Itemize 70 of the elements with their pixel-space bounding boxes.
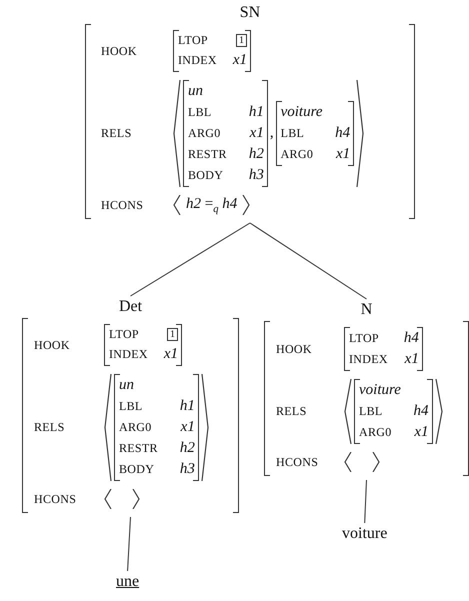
feature-matrix	[173, 30, 251, 72]
relation-name: un	[119, 377, 135, 394]
relation-matrix	[114, 374, 199, 481]
feature-value: x1	[250, 125, 264, 142]
feature-name: ARG0	[280, 147, 314, 162]
feature-value: x1	[164, 346, 178, 363]
feature-name: INDEX	[349, 352, 388, 367]
feature-value: x1	[180, 419, 195, 436]
tree-branch	[364, 480, 367, 524]
feature-name: ARG0	[119, 420, 153, 435]
tree-branch	[130, 222, 250, 296]
feature-value: h4	[404, 330, 419, 347]
feature-name: RELS	[101, 126, 133, 141]
feature-value: h4	[414, 403, 429, 420]
feature-name: LTOP	[349, 331, 380, 346]
feature-value: h1	[248, 104, 264, 121]
word: voiture	[342, 525, 388, 543]
feature-name: RESTR	[119, 441, 158, 456]
feature-name: BODY	[188, 168, 224, 183]
feature-name: INDEX	[178, 53, 217, 68]
feature-name: BODY	[119, 462, 156, 477]
feature-value: x1	[232, 52, 247, 69]
tree-branch	[127, 516, 131, 572]
feature-value: h1	[180, 398, 195, 415]
feature-name: RESTR	[188, 147, 227, 162]
feature-value: x1	[336, 146, 350, 163]
feature-name: LBL	[119, 399, 144, 414]
feature-value: x1	[404, 351, 419, 368]
feature-name: HCONS	[34, 492, 78, 506]
tag-box: 1	[167, 328, 178, 341]
feature-name: LTOP	[109, 327, 140, 342]
feature-name: ARG0	[359, 425, 392, 440]
relation-matrix	[276, 101, 354, 166]
feature-name: INDEX	[109, 347, 148, 362]
feature-name: RELS	[34, 420, 66, 435]
tag-box: 1	[236, 34, 247, 47]
feature-matrix	[344, 327, 423, 371]
feature-name: HCONS	[101, 198, 144, 212]
feature-name: LTOP	[178, 33, 209, 48]
category-label: SN	[240, 4, 260, 22]
relation-name: voiture	[280, 104, 324, 121]
feature-value: h2	[180, 440, 195, 457]
feature-structure	[264, 301, 469, 476]
separator: ,	[270, 125, 274, 142]
category-label: Det	[118, 298, 142, 316]
feature-value: h4	[335, 125, 350, 142]
feature-name: LBL	[188, 105, 213, 120]
word: une	[116, 573, 140, 591]
feature-value: h3	[248, 167, 264, 184]
tree-branch	[250, 222, 367, 300]
feature-matrix	[104, 324, 182, 366]
relation-name: un	[188, 83, 204, 100]
feature-value: x1	[414, 424, 429, 441]
feature-value: h2	[248, 146, 264, 163]
feature-name: HOOK	[34, 338, 71, 352]
relation-matrix	[354, 379, 433, 444]
feature-name: HOOK	[276, 342, 313, 356]
feature-name: HCONS	[276, 454, 320, 470]
feature-name: LBL	[280, 126, 306, 141]
feature-name: HOOK	[101, 44, 138, 58]
feature-name: LBL	[359, 404, 384, 419]
category-label: N	[360, 301, 372, 319]
relation-name: voiture	[359, 382, 402, 399]
constraint-text: h2 =$_{q}$ h4	[185, 196, 238, 214]
feature-name: ARG0	[188, 126, 222, 141]
feature-name: RELS	[276, 404, 308, 419]
feature-value: h3	[180, 461, 195, 478]
relation-matrix	[183, 80, 268, 187]
feature-structure	[22, 298, 239, 513]
feature-structure	[85, 4, 415, 219]
